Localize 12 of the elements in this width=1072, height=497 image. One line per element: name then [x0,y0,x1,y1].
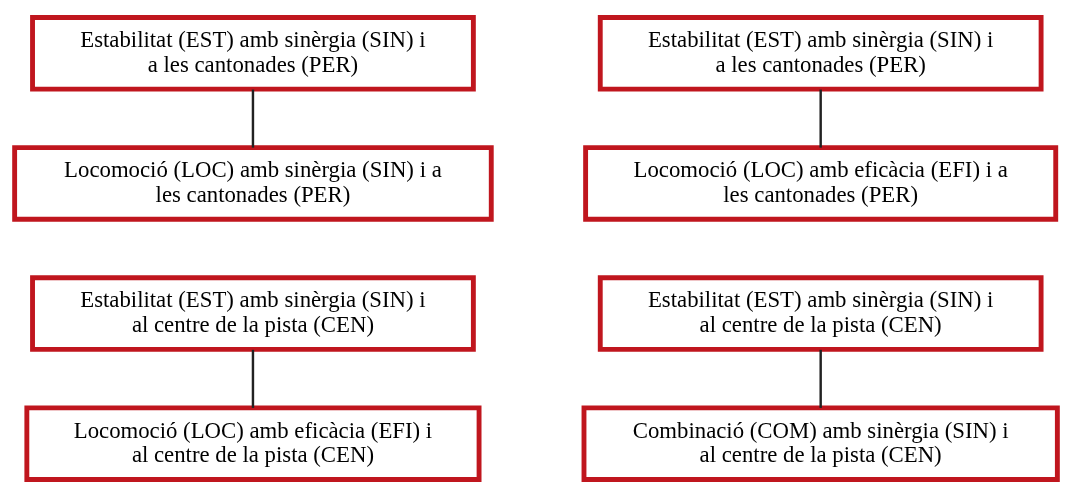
node-box: Estabilitat (EST) amb sinèrgia (SIN) i a les cantonades (PER) [597,15,1044,92]
node-box: Locomoció (LOC) amb sinèrgia (SIN) i a les cantonades (PER) [12,145,494,222]
connector [251,349,255,408]
node-box: Combinació (COM) amb sinèrgia (SIN) i al centre de la pista (CEN) [581,405,1060,482]
node-box: Estabilitat (EST) amb sinèrgia (SIN) i al centre de la pista (CEN) [30,275,476,352]
node-box: Locomoció (LOC) amb eficàcia (EFI) i al centre de la pista (CEN) [24,405,482,482]
connector [819,89,822,148]
node-box: Locomoció (LOC) amb eficàcia (EFI) i a les cantonades (PER) [583,145,1059,222]
node-box: Estabilitat (EST) amb sinèrgia (SIN) i al centre de la pista (CEN) [597,275,1044,352]
connector [819,349,822,408]
connector [251,89,255,148]
node-box: Estabilitat (EST) amb sinèrgia (SIN) i a les cantonades (PER) [30,15,476,92]
